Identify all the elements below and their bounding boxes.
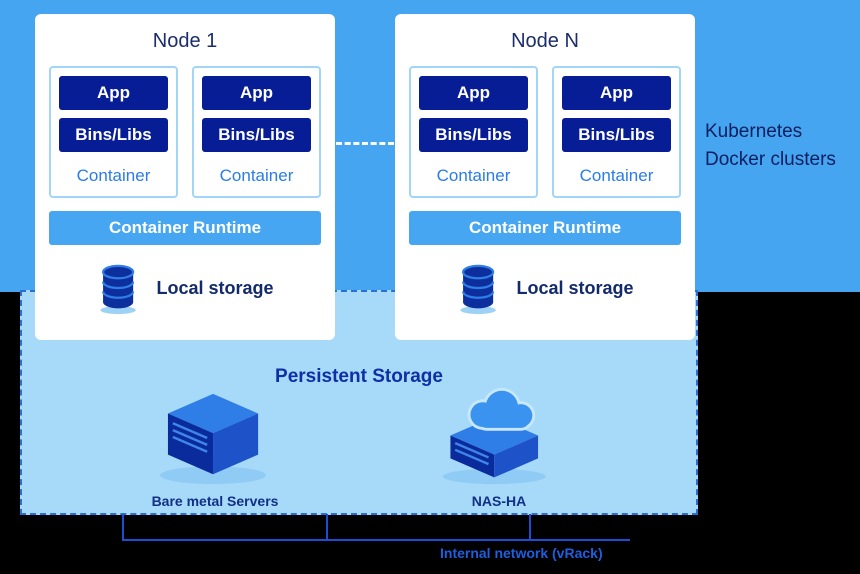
app-box: App <box>562 76 671 110</box>
container-label: Container <box>436 166 511 185</box>
container-runtime-bar: Container Runtime <box>409 211 681 245</box>
local-storage-label: Local storage <box>156 277 274 298</box>
container-card: App Bins/Libs Container <box>49 66 178 198</box>
network-bus-line <box>122 539 630 541</box>
bins-libs-box: Bins/Libs <box>562 118 671 152</box>
node-title: Node N <box>511 30 579 52</box>
containers-row: App Bins/Libs Container App Bins/Libs Co… <box>409 66 681 198</box>
node-title: Node 1 <box>152 30 218 52</box>
cluster-caption-line1: Kubernetes <box>705 121 803 142</box>
internal-network-label: Internal network (vRack) <box>440 545 603 561</box>
containers-row: App Bins/Libs Container App Bins/Libs Co… <box>49 66 321 198</box>
app-box: App <box>202 76 311 110</box>
container-card: App Bins/Libs Container <box>552 66 681 198</box>
container-card: App Bins/Libs Container <box>409 66 538 198</box>
node-card-n: Node N App Bins/Libs Container App Bins/… <box>395 14 695 340</box>
container-runtime-bar: Container Runtime <box>49 211 321 245</box>
nas-ha-label: NAS-HA <box>471 493 527 509</box>
local-storage-row: Local storage <box>49 259 321 317</box>
bare-metal-server-icon <box>160 393 266 485</box>
bins-libs-box: Bins/Libs <box>419 118 528 152</box>
network-tick <box>122 514 124 540</box>
app-box: App <box>59 76 168 110</box>
bare-metal-label: Bare metal Servers <box>151 493 279 509</box>
node-card-1: Node 1 App Bins/Libs Container App Bins/… <box>35 14 335 340</box>
database-icon <box>100 264 137 315</box>
persistent-storage-title: Persistent Storage <box>275 366 443 387</box>
nas-ha-cloud-icon <box>442 387 546 485</box>
nas-ha-figure: NAS-HA <box>394 386 604 509</box>
network-tick <box>529 514 531 540</box>
local-storage-label: Local storage <box>516 277 634 298</box>
container-label: Container <box>76 166 151 185</box>
database-icon <box>460 264 497 315</box>
container-card: App Bins/Libs Container <box>192 66 321 198</box>
local-storage-row: Local storage <box>409 259 681 317</box>
node-link-dashed-line <box>336 142 394 145</box>
app-box: App <box>419 76 528 110</box>
cluster-caption-line2: Docker clusters <box>705 149 836 170</box>
network-tick <box>326 514 328 540</box>
container-label: Container <box>579 166 654 185</box>
bins-libs-box: Bins/Libs <box>202 118 311 152</box>
bare-metal-figure: Bare metal Servers <box>110 388 320 509</box>
container-label: Container <box>219 166 294 185</box>
cluster-caption: Kubernetes Docker clusters <box>705 118 836 174</box>
bins-libs-box: Bins/Libs <box>59 118 168 152</box>
